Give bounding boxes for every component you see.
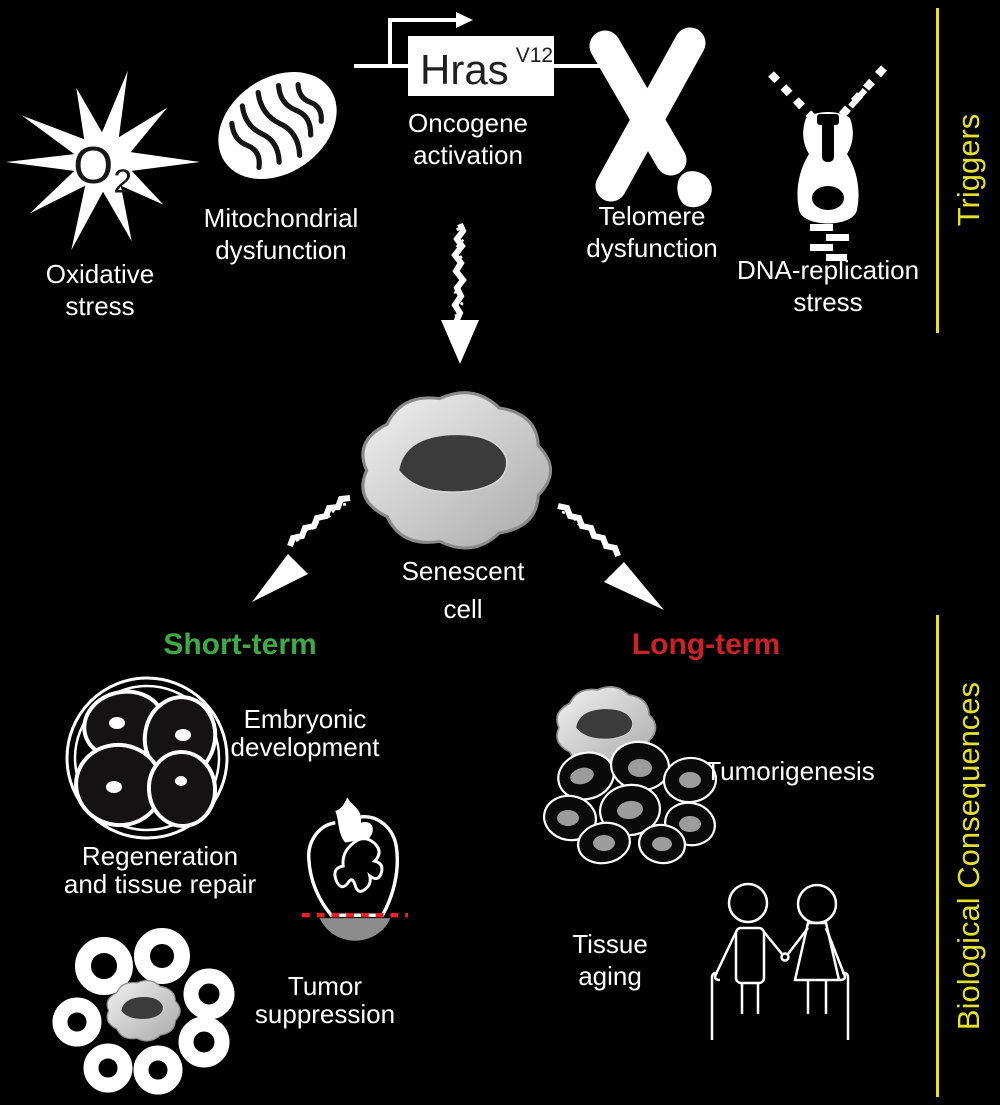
embryonic-development-label: Embryonic development (230, 704, 380, 762)
consequences-section-label: Biological Consequences (951, 681, 986, 1031)
dna-replication-stress-label: DNA-replication stress (736, 255, 920, 317)
zipper-icon (768, 65, 887, 261)
chromosome-icon (589, 27, 712, 208)
limb-regeneration-icon (301, 797, 409, 941)
elderly-couple-icon (710, 882, 850, 1040)
o2-symbol: O2 (73, 136, 132, 201)
telomere-dysfunction-label: Telomere dysfunction (586, 201, 718, 263)
tumorigenesis-label: Tumorigenesis (705, 756, 875, 786)
senescent-cell-label: Senescent cell (401, 556, 525, 624)
oncogene-activation-label: Oncogene activation (408, 108, 528, 170)
embryo-icon (65, 676, 229, 840)
tumor-suppression-label: Tumor suppression (254, 971, 396, 1029)
oxidative-stress-label: Oxidative stress (45, 259, 155, 321)
arrow-down-icon (441, 222, 479, 364)
short-term-heading: Short-term (163, 628, 317, 661)
promoter-arrow-icon (456, 12, 473, 28)
consequences-divider-line (936, 615, 939, 1097)
limb-stump (319, 918, 391, 941)
tissue-aging-label: Tissue aging (572, 929, 648, 991)
triggers-divider-line (936, 8, 939, 333)
oxidative-stress-icon: O2 (5, 70, 201, 251)
tumor-suppression-icon (52, 928, 235, 1095)
triggers-section-label: Triggers (951, 113, 986, 227)
long-term-heading: Long-term (631, 628, 781, 661)
broken-telomere-fragment (677, 171, 712, 208)
mitochondrial-dysfunction-label: Mitochondrial dysfunction (203, 203, 359, 265)
senescent-cell-icon (361, 391, 553, 550)
regeneration-label: Regeneration and tissue repair (63, 841, 257, 899)
mitochondrion-icon (218, 71, 337, 180)
arrow-down-right-icon (557, 503, 664, 610)
arrow-down-left-icon (252, 495, 351, 602)
tumorigenesis-icon (543, 685, 718, 865)
